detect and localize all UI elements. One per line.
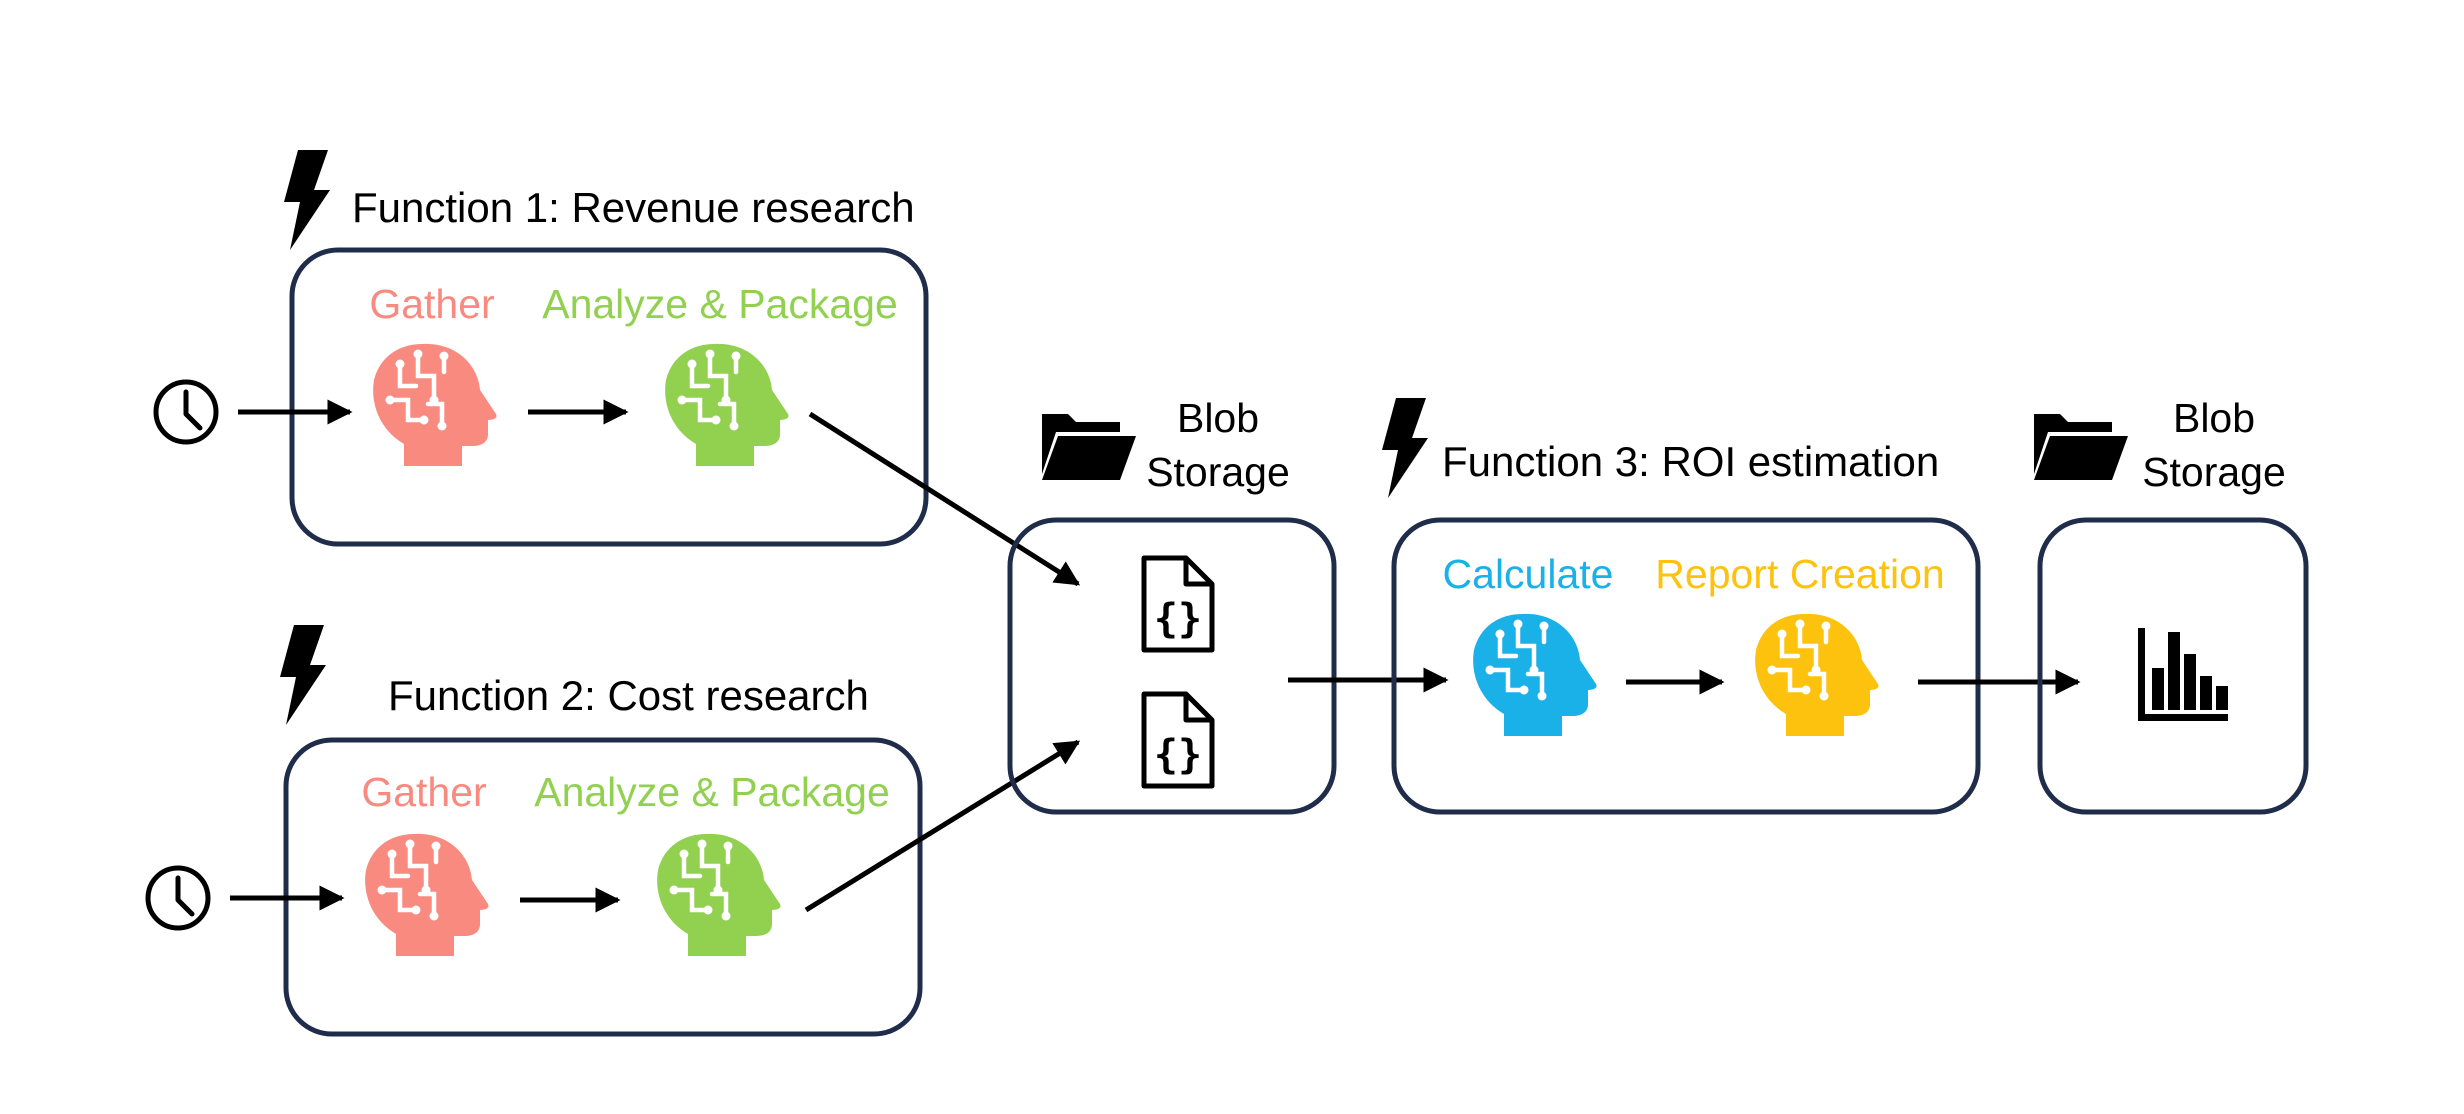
lightning-icon [1382,398,1428,498]
bar-chart-icon [2138,628,2228,721]
function3-calculate-label: Calculate [1443,551,1614,597]
lightning-icon [284,150,330,250]
clock-icon [156,382,216,442]
json-document-icon [1144,558,1212,650]
function2-gather-label: Gather [361,769,486,815]
ai-head-icon [365,834,488,956]
storage1-label-line2: Storage [1146,449,1290,495]
arrow [808,411,1081,587]
arrow [804,739,1081,913]
function2-analyze-label: Analyze & Package [534,769,890,815]
storage1-box [1007,517,1337,815]
ai-head-icon [1755,614,1878,736]
clock-icon [148,868,208,928]
storage2-label-line1: Blob [2173,395,2255,441]
json-document-icon [1144,694,1212,786]
function2-box [283,737,923,1037]
function2-title: Function 2: Cost research [388,672,869,719]
function3-title: Function 3: ROI estimation [1442,438,1939,485]
function1-gather-label: Gather [369,281,494,327]
storage2-box [2037,517,2309,815]
function3-box [1391,517,1981,815]
ai-head-icon [1473,614,1596,736]
function1-analyze-label: Analyze & Package [542,281,898,327]
function3-report-label: Report Creation [1655,551,1944,597]
folder-icon [1040,414,1136,480]
storage1-label-line1: Blob [1177,395,1259,441]
ai-head-icon [665,344,788,466]
folder-icon [2032,414,2128,480]
ai-head-icon [657,834,780,956]
ai-head-icon [373,344,496,466]
lightning-icon [280,625,326,725]
function1-box [289,247,929,547]
storage2-label-line2: Storage [2142,449,2286,495]
function1-title: Function 1: Revenue research [352,184,915,231]
